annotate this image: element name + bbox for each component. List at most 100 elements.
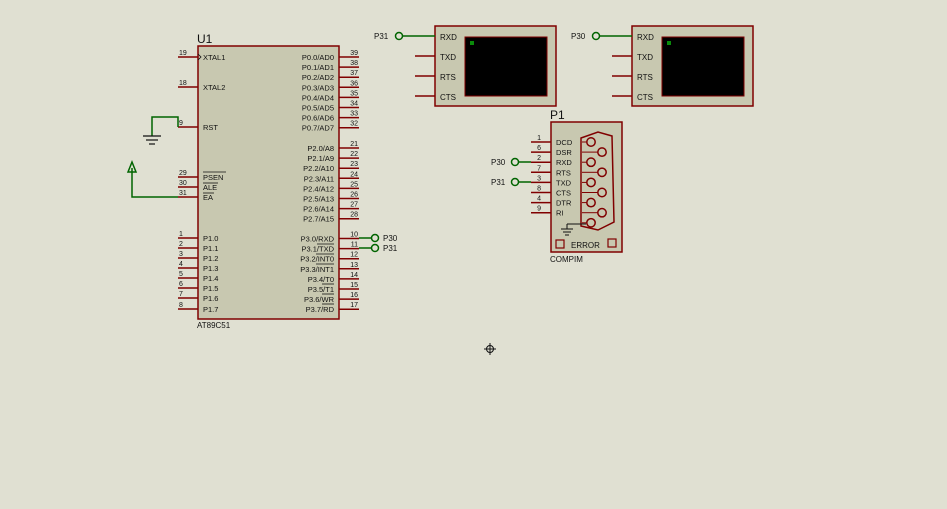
- terminal-2-pin-txd: TXD: [637, 53, 653, 62]
- mcu-pin-label-36: P0.3/AD3: [302, 83, 334, 92]
- compim-pin-number-1: 1: [537, 135, 541, 142]
- db9-pin-hole: [586, 177, 596, 188]
- mcu-pin-label-33: P0.6/AD6: [302, 114, 334, 123]
- mcu-pin-number-2: 2: [179, 241, 183, 248]
- virtual-terminal-1[interactable]: P31 RXD TXD RTS CTS: [374, 25, 557, 107]
- compim-pin-label-7: RTS: [556, 168, 571, 177]
- compim-pin-label-3: TXD: [556, 178, 572, 187]
- mcu-pin-number-19: 19: [179, 50, 187, 57]
- mcu-pin-label-10: P3.0/RXD: [301, 235, 335, 244]
- compim-rxd-terminal-icon[interactable]: [510, 157, 520, 167]
- mcu-pin-label-21: P2.0/A8: [307, 144, 334, 153]
- mcu-pin-number-16: 16: [350, 292, 358, 299]
- mcu-serial-terminals[interactable]: P30 P31: [359, 233, 398, 253]
- compim-pin-number-8: 8: [537, 186, 541, 193]
- mcu-pin-number-8: 8: [179, 302, 183, 309]
- mcu-pin-number-15: 15: [350, 282, 358, 289]
- compim-status-label: ERROR: [571, 241, 600, 250]
- mcu-pin-number-1: 1: [179, 231, 183, 238]
- mcu-pin-number-32: 32: [350, 121, 358, 128]
- mcu-pin-label-9: RST: [203, 123, 218, 132]
- mcu-pin-label-24: P2.3/A11: [304, 174, 334, 183]
- compim-pin-number-7: 7: [537, 165, 541, 172]
- db9-pin-hole: [597, 167, 607, 178]
- mcu-right-pins: 39P0.0/AD038P0.1/AD137P0.2/AD236P0.3/AD3…: [300, 50, 359, 314]
- compim-pin-label-9: RI: [556, 209, 564, 218]
- mcu-pin-label-38: P0.1/AD1: [302, 63, 334, 72]
- mcu-pin-number-14: 14: [350, 272, 358, 279]
- crosshair-cursor-icon: [484, 343, 496, 355]
- mcu-pin-label-13: P3.3/INT1: [300, 265, 334, 274]
- terminal-p30-icon[interactable]: [370, 233, 380, 243]
- db9-pin-hole: [586, 157, 596, 168]
- mcu-body[interactable]: [197, 45, 340, 320]
- mcu-pin-label-5: P1.4: [203, 274, 218, 283]
- mcu-pin-number-26: 26: [350, 192, 358, 199]
- terminal-2-screen: [661, 36, 745, 97]
- terminal-2-pin-cts: CTS: [637, 93, 653, 102]
- compim-txd-terminal-icon[interactable]: [510, 177, 520, 187]
- terminal-p31-icon[interactable]: [370, 243, 380, 253]
- terminal-1-pin-rts: RTS: [440, 73, 456, 82]
- mcu-pin-label-12: P3.2/INT0: [300, 255, 334, 264]
- mcu-pin-number-11: 11: [351, 242, 358, 249]
- mcu-pin-number-29: 29: [179, 170, 187, 177]
- mcu-pin-number-4: 4: [179, 261, 183, 268]
- compim-rxd-net-label: P30: [491, 158, 506, 167]
- mcu-pin-number-10: 10: [350, 232, 358, 239]
- terminal-2-input-label: P30: [571, 32, 586, 41]
- compim-txd-net-label: P31: [491, 178, 506, 187]
- virtual-terminal-2[interactable]: P30 RXD TXD RTS CTS: [571, 25, 754, 107]
- compim-pin-number-9: 9: [537, 206, 541, 213]
- mcu-pin-number-28: 28: [350, 212, 358, 219]
- mcu-pin-number-5: 5: [179, 271, 183, 278]
- mcu-pin-number-27: 27: [350, 202, 358, 209]
- db9-pin-hole: [597, 207, 607, 218]
- compim-led-right-icon: [607, 238, 617, 248]
- terminal-2-pin-rts: RTS: [637, 73, 653, 82]
- compim-pin-number-4: 4: [537, 196, 541, 203]
- db9-pin-hole: [586, 137, 596, 147]
- mcu-pin-label-3: P1.2: [203, 254, 218, 263]
- mcu-pin-number-9: 9: [179, 120, 183, 127]
- mcu-pin-number-18: 18: [179, 80, 187, 87]
- ea-power-net[interactable]: [126, 159, 178, 198]
- compim-ref-label: P1: [550, 108, 565, 122]
- mcu-pin-label-11: P3.1/TXD: [301, 245, 334, 254]
- terminal-1-pin-txd: TXD: [440, 53, 456, 62]
- mcu-pin-label-1: P1.0: [203, 234, 218, 243]
- mcu-pin-label-31: EA: [203, 193, 213, 202]
- rst-ground-net[interactable]: [143, 116, 179, 145]
- power-terminal-icon: [126, 159, 138, 173]
- mcu-pin-label-19: XTAL1: [203, 53, 225, 62]
- clock-marker-icon: [197, 53, 202, 61]
- mcu-pin-label-30: ALE: [203, 183, 217, 192]
- compim-pin-number-3: 3: [537, 175, 541, 182]
- mcu-pin-number-35: 35: [350, 90, 358, 97]
- terminal-p30-label: P30: [383, 234, 398, 243]
- mcu-pin-label-34: P0.5/AD5: [302, 104, 334, 113]
- mcu-pin-label-7: P1.6: [203, 294, 218, 303]
- mcu-pin-label-6: P1.5: [203, 284, 218, 293]
- mcu-pin-label-25: P2.4/A12: [303, 184, 334, 193]
- terminal-1-input-label: P31: [374, 32, 389, 41]
- mcu-pin-number-34: 34: [350, 101, 358, 108]
- mcu-pin-number-36: 36: [350, 80, 358, 87]
- db9-connector-icon: [580, 131, 615, 231]
- mcu-pin-label-27: P2.6/A14: [303, 205, 334, 214]
- mcu-pin-label-37: P0.2/AD2: [302, 73, 334, 82]
- mcu-pin-number-22: 22: [350, 151, 358, 158]
- mcu-pin-label-29: PSEN: [203, 173, 223, 182]
- db9-pin-holes: [582, 137, 607, 228]
- terminal-1-pin-rxd: RXD: [440, 33, 457, 42]
- mcu-pin-label-8: P1.7: [203, 305, 218, 314]
- mcu-pin-number-12: 12: [350, 252, 358, 259]
- terminal-1-input-icon[interactable]: [394, 31, 404, 41]
- mcu-pin-label-32: P0.7/AD7: [302, 124, 334, 133]
- mcu-pin-label-35: P0.4/AD4: [302, 93, 334, 102]
- terminal-2-input-icon[interactable]: [591, 31, 601, 41]
